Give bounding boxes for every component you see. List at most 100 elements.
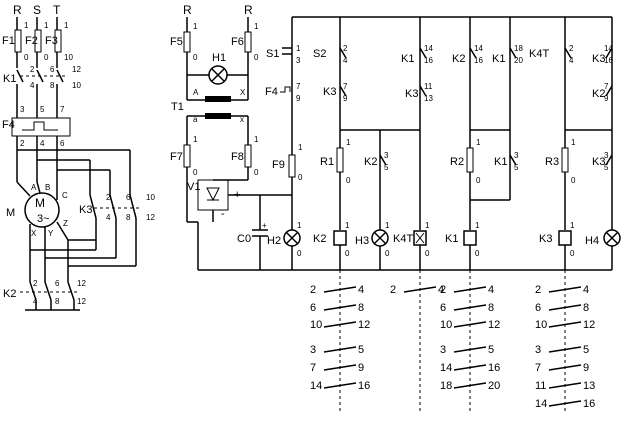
svg-text:0: 0 bbox=[346, 176, 351, 185]
contact-row-symbol bbox=[453, 382, 487, 389]
contact-terminal: 5 bbox=[488, 344, 494, 356]
supply-r: R bbox=[13, 3, 22, 17]
contact-terminal: 7 bbox=[310, 362, 316, 374]
contact-row-symbol bbox=[453, 364, 487, 371]
svg-text:9: 9 bbox=[343, 94, 348, 103]
supply-s: S bbox=[33, 3, 41, 17]
contact-terminal: 8 bbox=[488, 302, 494, 314]
svg-text:11: 11 bbox=[424, 82, 433, 91]
svg-text:1: 1 bbox=[346, 138, 351, 147]
svg-text:1: 1 bbox=[475, 221, 480, 230]
f4-aux-label: F4 bbox=[265, 86, 278, 98]
svg-text:5: 5 bbox=[40, 105, 45, 114]
svg-text:8: 8 bbox=[126, 213, 131, 222]
contact-terminal: 20 bbox=[488, 380, 500, 392]
column-k3: K4T 2 4 R3 1 0 K3 1 0 K3 14 16 K2 7 9 K3… bbox=[529, 17, 621, 270]
contact-terminal: 7 bbox=[535, 362, 541, 374]
svg-text:3: 3 bbox=[384, 151, 389, 160]
h1-label: H1 bbox=[212, 52, 226, 64]
svg-text:4: 4 bbox=[40, 139, 45, 148]
svg-text:3: 3 bbox=[296, 56, 301, 65]
contact-row-symbol bbox=[453, 321, 487, 328]
svg-text:M: M bbox=[6, 207, 15, 219]
svg-text:6: 6 bbox=[60, 139, 65, 148]
svg-text:Y: Y bbox=[48, 229, 54, 238]
svg-text:1: 1 bbox=[296, 44, 301, 53]
svg-text:2: 2 bbox=[20, 139, 25, 148]
capacitor-c0: C0 + bbox=[237, 195, 268, 270]
svg-text:X: X bbox=[240, 88, 246, 97]
r3-label: R3 bbox=[545, 156, 559, 168]
svg-text:7: 7 bbox=[296, 82, 301, 91]
contact-terminal: 9 bbox=[583, 362, 589, 374]
control-supply: R R F5 F6 1 0 1 0 H1 A X T1 a x bbox=[170, 3, 612, 271]
contact-terminal: 16 bbox=[583, 398, 595, 410]
contact-terminal: 2 bbox=[390, 284, 396, 296]
power-circuit: R S T F1 F2 F3 1 1 1 0 0 10 K1 bbox=[2, 3, 155, 311]
svg-text:1: 1 bbox=[193, 135, 198, 144]
svg-text:1: 1 bbox=[254, 135, 259, 144]
svg-text:0: 0 bbox=[298, 173, 303, 182]
svg-text:14: 14 bbox=[474, 44, 483, 53]
f4-label: F4 bbox=[2, 119, 15, 131]
column-k1: K2 14 16 R2 1 0 K1 1 0 K1 18 20 K1 3 5 bbox=[445, 17, 523, 270]
svg-text:+: + bbox=[262, 221, 267, 230]
fuse-f3-label: F3 bbox=[45, 35, 58, 47]
c0-label: C0 bbox=[237, 233, 251, 245]
contact-terminal: 18 bbox=[440, 380, 452, 392]
supply-t: T bbox=[53, 3, 61, 17]
h4-label: H4 bbox=[585, 235, 599, 247]
svg-text:0: 0 bbox=[476, 176, 481, 185]
svg-text:2: 2 bbox=[33, 279, 38, 288]
column-s1: S1 1 3 F4 7 9 F9 1 0 H2 1 0 bbox=[265, 44, 303, 270]
contact-terminal: 6 bbox=[310, 302, 316, 314]
svg-text:4: 4 bbox=[30, 81, 35, 90]
k2a-label: K2 bbox=[452, 53, 465, 65]
k2b-label: K2 bbox=[592, 88, 605, 100]
svg-text:0: 0 bbox=[571, 176, 576, 185]
svg-text:3: 3 bbox=[20, 105, 25, 114]
svg-text:14: 14 bbox=[424, 44, 433, 53]
svg-text:1: 1 bbox=[64, 21, 69, 30]
contact-terminal: 11 bbox=[535, 380, 546, 392]
svg-text:10: 10 bbox=[146, 193, 155, 202]
svg-text:6: 6 bbox=[126, 193, 131, 202]
svg-text:2: 2 bbox=[106, 193, 111, 202]
contact-terminal: 5 bbox=[583, 344, 589, 356]
svg-text:16: 16 bbox=[604, 56, 613, 65]
column-s2: S2 2 4 K3 7 9 R1 1 0 K2 1 0 K2 3 5 H3 bbox=[313, 17, 420, 270]
svg-text:0: 0 bbox=[193, 168, 198, 177]
svg-text:8: 8 bbox=[50, 81, 55, 90]
svg-text:5: 5 bbox=[384, 163, 389, 172]
svg-text:0: 0 bbox=[297, 249, 302, 258]
contact-row-symbol bbox=[323, 304, 357, 311]
fuse-f2-label: F2 bbox=[25, 35, 38, 47]
contact-row-symbol bbox=[548, 346, 582, 353]
k3d-label: K3 bbox=[592, 156, 605, 168]
k3b-label: K3 bbox=[405, 88, 418, 100]
contact-row-symbol bbox=[548, 400, 582, 407]
svg-text:9: 9 bbox=[604, 94, 609, 103]
k3c-label: K3 bbox=[323, 86, 336, 98]
svg-text:12: 12 bbox=[146, 213, 155, 222]
k2c-label: K2 bbox=[364, 156, 377, 168]
column-k4t: K1 14 16 K3 11 13 K4T 1 0 bbox=[393, 17, 433, 270]
svg-text:0: 0 bbox=[385, 249, 390, 258]
lamp-h1 bbox=[208, 65, 228, 85]
k3-coil bbox=[558, 230, 572, 246]
svg-text:0: 0 bbox=[254, 168, 259, 177]
contact-terminal: 12 bbox=[358, 319, 370, 331]
svg-text:0: 0 bbox=[193, 53, 198, 62]
contact-row-symbol bbox=[548, 382, 582, 389]
svg-text:1: 1 bbox=[571, 138, 576, 147]
contact-row-symbol bbox=[323, 364, 357, 371]
contact-terminal: 4 bbox=[358, 284, 364, 296]
svg-text:0: 0 bbox=[345, 249, 350, 258]
svg-text:12: 12 bbox=[77, 279, 86, 288]
svg-text:10: 10 bbox=[72, 81, 81, 90]
contact-row-symbol bbox=[403, 286, 437, 293]
svg-text:0: 0 bbox=[425, 249, 430, 258]
contact-terminal: 4 bbox=[438, 284, 444, 296]
